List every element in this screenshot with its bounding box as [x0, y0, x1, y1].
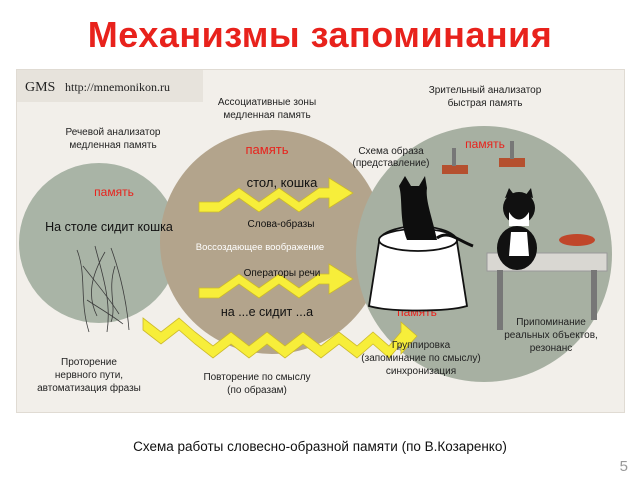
memory-label-visual: память	[465, 137, 505, 151]
logo-url: http://mnemonikon.ru	[65, 80, 170, 94]
label-pathway-3: автоматизация фразы	[37, 382, 141, 394]
lamp-left	[452, 148, 456, 166]
speech-operators-text: Операторы речи	[244, 268, 321, 279]
slide-title: Механизмы запоминания	[87, 14, 553, 55]
real-cat-illustration	[486, 188, 608, 330]
label-schema-1: Схема образа	[358, 145, 424, 157]
label-schema-2: (представление)	[353, 158, 430, 169]
label-pathway-2: нервного пути,	[55, 370, 123, 381]
label-speech-1: Речевой анализатор	[66, 127, 161, 138]
label-recall-3: резонанс	[530, 343, 573, 354]
memory-label-assoc: память	[246, 142, 289, 157]
label-repeat-1: Повторение по смыслу	[203, 372, 310, 383]
logo-box	[17, 70, 203, 102]
diagram-panel: GMS http://mnemonikon.ru Ассоциативные з…	[16, 69, 625, 413]
label-grouping-2: (запоминание по смыслу)	[361, 353, 480, 364]
label-speech-2: медленная память	[69, 140, 156, 151]
memory-label-speech: память	[94, 185, 134, 199]
brick-right	[499, 158, 525, 167]
arrow-words-top	[198, 177, 354, 213]
reconstructive-text: Воссоздающее воображение	[196, 242, 324, 253]
neuron-pathway-sketch	[76, 245, 130, 333]
label-visual-2: быстрая память	[448, 97, 523, 109]
brick-left	[442, 165, 468, 174]
label-recall-2: реальных объектов,	[504, 329, 598, 341]
cat-on-table-schema	[367, 176, 474, 312]
label-visual-1: Зрительный анализатор	[429, 85, 542, 96]
lamp-right	[510, 141, 514, 159]
sentence-frame-text: на ...е сидит ...а	[221, 305, 313, 319]
phrase-text: На столе сидит кошка	[45, 220, 173, 234]
arrow-repeat-bottom	[142, 317, 418, 359]
label-grouping-1: Группировка	[392, 340, 451, 351]
words-images-text: Слова-образы	[248, 218, 315, 230]
words-objects-text: стол, кошка	[247, 175, 319, 190]
arrow-words-bottom	[198, 263, 354, 299]
logo-text: GMS	[25, 80, 55, 95]
label-repeat-2: (по образам)	[227, 384, 287, 396]
label-grouping-3: синхронизация	[386, 366, 456, 377]
label-assoc-1: Ассоциативные зоны	[218, 97, 316, 108]
speech-circle	[19, 163, 179, 323]
diagram-caption: Схема работы словесно-образной памяти (п…	[133, 439, 507, 454]
label-pathway-1: Проторение	[61, 357, 117, 368]
label-recall-1: Припоминание	[516, 317, 586, 328]
page-number: 5	[619, 458, 628, 475]
label-assoc-2: медленная память	[223, 110, 310, 121]
